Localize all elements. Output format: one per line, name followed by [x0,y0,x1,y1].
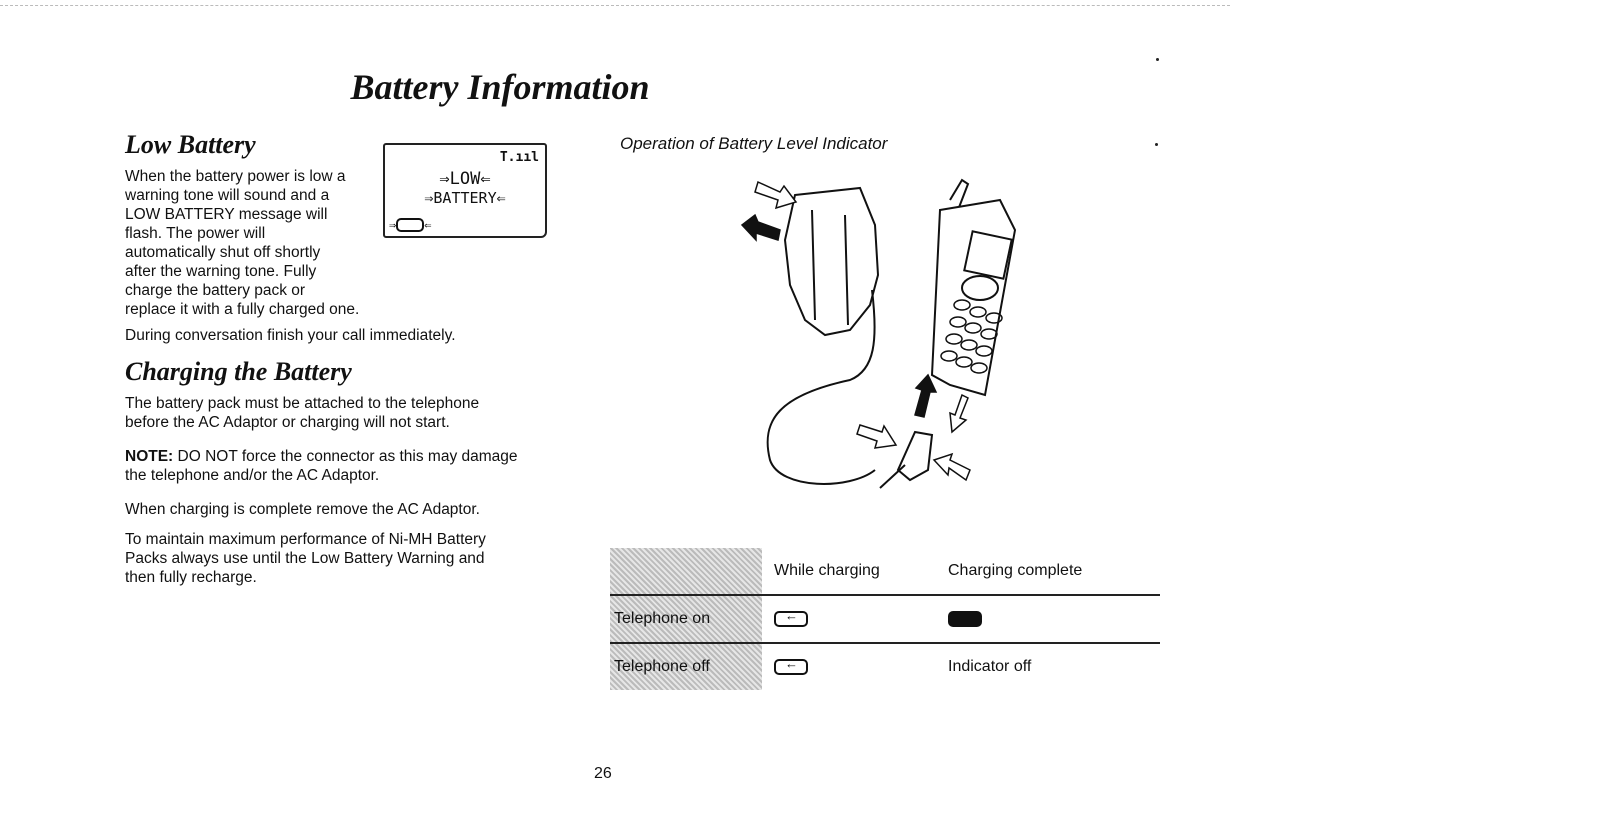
battery-indicator-table: While charging Charging complete Telepho… [610,548,1160,690]
ac-adaptor-illustration [740,178,1017,489]
page-title: Battery Information [350,67,650,107]
scan-speck [1156,58,1159,61]
battery-charging-icon [774,656,808,675]
lcd-display-illustration: T.ııl ⇒LOW⇐ ⇒BATTERY⇐ ⇒⇐ [383,143,547,238]
charging-text-4: To maintain maximum performance of Ni-MH… [125,530,486,587]
indicator-caption: Operation of Battery Level Indicator [620,134,888,153]
low-battery-heading: Low Battery [125,130,256,159]
text-line: then fully recharge. [125,569,257,586]
table-row: Telephone off Indicator off [610,643,1160,690]
battery-empty-icon: ⇒⇐ [389,217,432,232]
text-line: When the battery power is low a [125,168,346,185]
header-corner [610,548,762,596]
lcd-line-low: ⇒LOW⇐ [439,169,491,189]
text-line: before the AC Adaptor or charging will n… [125,414,450,431]
charging-text-3: When charging is complete remove the AC … [125,501,480,518]
charging-heading: Charging the Battery [125,357,352,386]
text-line: the telephone and/or the AC Adaptor. [125,467,380,484]
signal-strength-icon: T.ııl [499,150,539,165]
text-line: automatically shut off shortly [125,244,321,261]
arrow-icons [740,180,971,482]
connector-icon [879,430,934,489]
header-while-charging: While charging [762,548,936,596]
low-battery-text-2: During conversation finish your call imm… [125,327,456,344]
text-line: To maintain maximum performance of Ni-MH… [125,531,486,548]
indicator-off-text: Indicator off [948,658,1032,675]
scan-speck [1155,143,1158,146]
page-number: 26 [594,765,612,782]
text-line: DO NOT force the connector as this may d… [173,448,518,465]
text-line: Packs always use until the Low Battery W… [125,550,485,567]
note-label: NOTE: [125,448,174,465]
cable [766,289,876,485]
table-row: Telephone on [610,595,1160,644]
text-line: LOW BATTERY message will [125,206,328,223]
row-label: Telephone on [610,595,762,644]
scan-border [0,5,1230,6]
battery-charging-icon [774,608,808,627]
row-label: Telephone off [610,643,762,690]
text-line: flash. The power will [125,225,266,242]
text-line: warning tone will sound and a [125,187,330,204]
table-header-row: While charging Charging complete [610,548,1160,596]
lcd-line-battery: ⇒BATTERY⇐ [424,189,506,207]
battery-full-icon [948,610,982,627]
handset-icon [930,178,1017,397]
header-charging-complete: Charging complete [936,548,1160,596]
text-line: The battery pack must be attached to the… [125,395,480,412]
charging-text-1: The battery pack must be attached to the… [125,394,479,432]
ac-adaptor-icon [783,186,880,337]
charging-note: NOTE: DO NOT force the connector as this… [125,447,518,485]
text-line: charge the battery pack or [125,282,306,299]
low-battery-text: When the battery power is low a warning … [125,167,359,319]
text-line: after the warning tone. Fully [125,263,317,280]
text-line: replace it with a fully charged one. [125,301,360,318]
